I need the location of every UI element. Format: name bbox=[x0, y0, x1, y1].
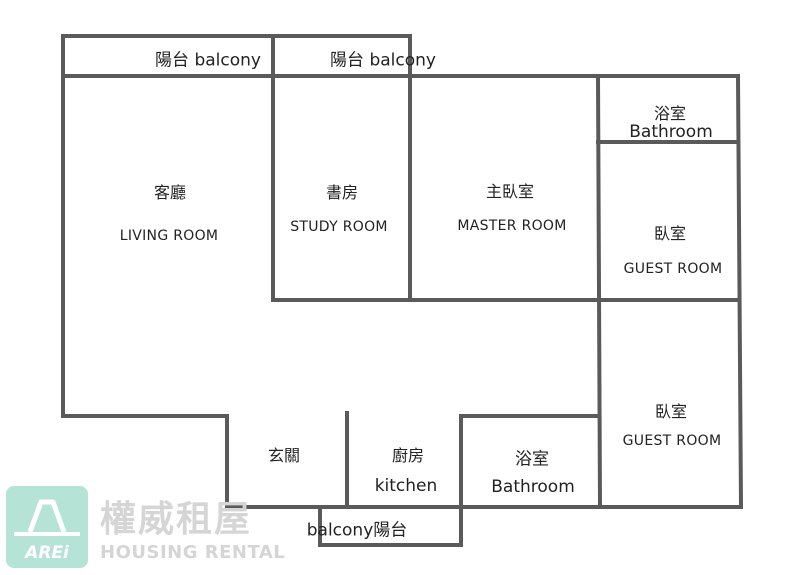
label-balcony-mid: 陽台 balcony bbox=[330, 50, 436, 71]
label-guest2-en: GUEST ROOM bbox=[622, 433, 722, 449]
label-master-zh: 主臥室 bbox=[485, 182, 535, 201]
label-entry-zh: 玄關 bbox=[267, 446, 301, 465]
wall-master-right bbox=[595, 73, 603, 510]
label-master-en: MASTER ROOM bbox=[457, 218, 567, 234]
label-bath-bottom-en: Bathroom bbox=[491, 477, 575, 497]
label-bath-top-en: Bathroom bbox=[629, 122, 713, 142]
wall-balcony-mid bbox=[271, 34, 412, 78]
label-living-en: LIVING ROOM bbox=[119, 228, 219, 244]
watermark-name-en: HOUSING RENTAL bbox=[100, 542, 286, 563]
label-living-zh: 客廳 bbox=[153, 183, 187, 202]
house-icon bbox=[14, 499, 80, 536]
logo-text: AREi bbox=[25, 543, 69, 563]
label-bath-top-zh: 浴室 bbox=[653, 104, 687, 123]
label-balcony-bottom: balcony陽台 bbox=[306, 520, 408, 541]
label-kitchen-en: kitchen bbox=[374, 476, 438, 496]
watermark-name-zh: 權威租屋 bbox=[100, 499, 253, 540]
label-study-zh: 書房 bbox=[325, 183, 359, 202]
label-guest2-zh: 臥室 bbox=[654, 402, 688, 421]
watermark-logo: AREi bbox=[6, 486, 88, 568]
wall-right bbox=[735, 73, 744, 510]
label-bath-bottom-zh: 浴室 bbox=[515, 449, 549, 470]
label-study-en: STUDY ROOM bbox=[290, 219, 388, 235]
label-guest1-zh: 臥室 bbox=[653, 224, 687, 243]
label-balcony-left: 陽台 balcony bbox=[155, 50, 261, 71]
label-kitchen-zh: 廚房 bbox=[391, 446, 425, 465]
label-guest1-en: GUEST ROOM bbox=[623, 261, 723, 277]
